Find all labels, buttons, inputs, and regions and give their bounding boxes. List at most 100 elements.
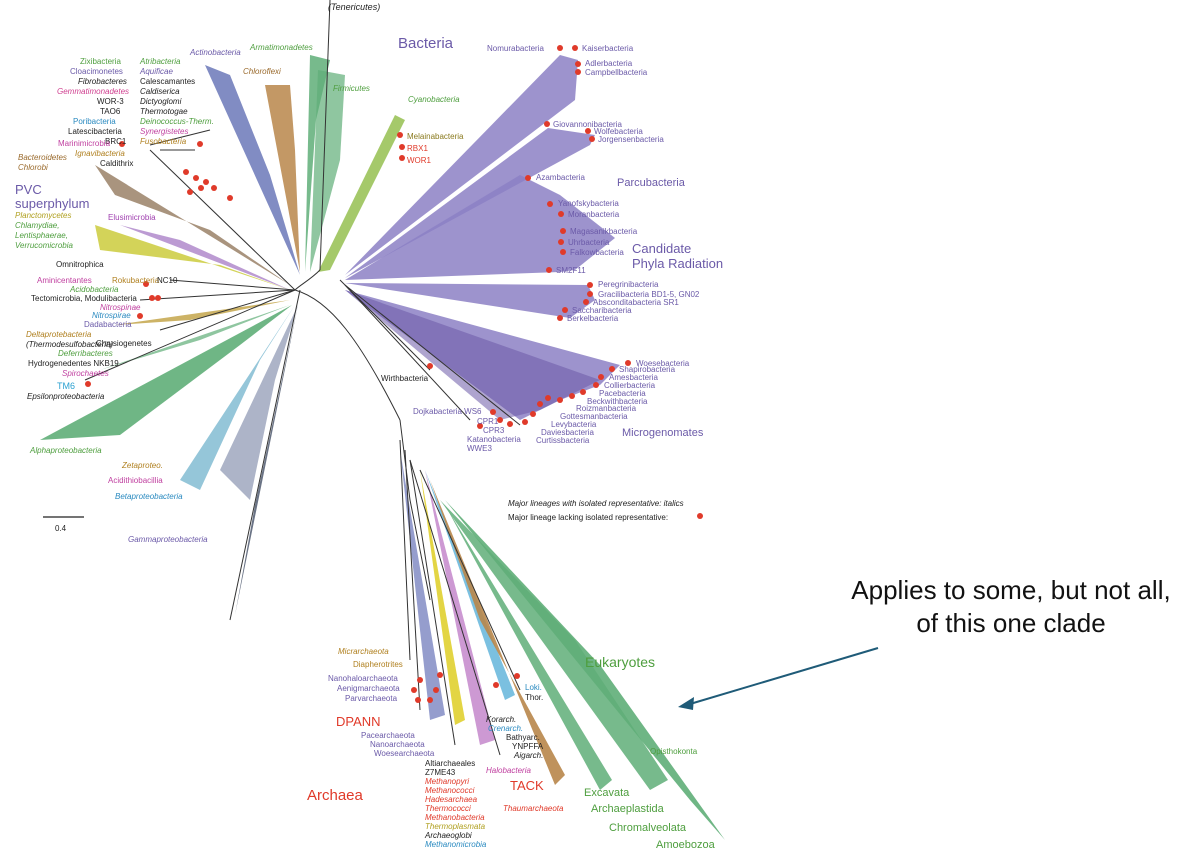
label-nitrospirae: Nitrospirae bbox=[92, 311, 131, 320]
label-deltaproteobacteria: Deltaprotebacteria bbox=[26, 330, 92, 339]
label-altiarchaeales: Altiarchaeales bbox=[425, 759, 475, 768]
group-pvc-line2: superphylum bbox=[15, 196, 89, 211]
label-nitrospinae: Nitrospinae bbox=[100, 303, 141, 312]
label-loki: Loki. bbox=[525, 683, 542, 692]
group-cpr-line1: Candidate bbox=[632, 241, 691, 256]
label-betaproteobacteria: Betaproteobacteria bbox=[115, 492, 183, 501]
label-chrysiogenetes: Chrysiogenetes bbox=[96, 339, 152, 348]
annotation: Applies to some, but not all, of this on… bbox=[678, 575, 1171, 710]
label-chromalveolata: Chromalveolata bbox=[609, 822, 687, 834]
wedge-cpr-parcubacteria bbox=[345, 175, 615, 280]
title-eukaryotes: Eukaryotes bbox=[585, 654, 655, 670]
label-yanofskybacteria: Yanofskybacteria bbox=[558, 199, 619, 208]
label-thermodesulfobacteria: (Thermodesulfobacteria) bbox=[26, 340, 113, 349]
label-levybacteria: Levybacteria bbox=[551, 420, 597, 429]
label-ignavibacteria: Ignavibacteria bbox=[75, 149, 125, 158]
label-thermococci: Thermococci bbox=[425, 804, 471, 813]
label-gottesmanbacteria: Gottesmanbacteria bbox=[560, 412, 628, 421]
label-gammaproteobacteria: Gammaproteobacteria bbox=[128, 535, 208, 544]
title-bacteria: Bacteria bbox=[398, 35, 454, 52]
label-aenigmarchaeota: Aenigmarchaeota bbox=[337, 684, 400, 693]
label-parvarchaeota: Parvarchaeota bbox=[345, 694, 398, 703]
label-alphaproteobacteria: Alphaproteobacteria bbox=[29, 446, 102, 455]
label-thermotogae: Thermotogae bbox=[140, 107, 188, 116]
label-berkelbacteria: Berkelbacteria bbox=[567, 314, 619, 323]
legend-lacking: Major lineage lacking isolated represent… bbox=[508, 513, 668, 522]
label-saccharibacteria: Saccharibacteria bbox=[572, 306, 632, 315]
wedge-bacteroidetes bbox=[95, 165, 290, 285]
label-poribacteria: Poribacteria bbox=[73, 117, 116, 126]
label-cyanobacteria: Cyanobacteria bbox=[408, 95, 460, 104]
label-bathyarc: Bathyarc. bbox=[506, 733, 540, 742]
label-dojkabacteria: Dojkabacteria WS6 bbox=[413, 407, 482, 416]
group-dpann: DPANN bbox=[336, 714, 381, 729]
label-katanobacteria: Katanobacteria bbox=[467, 435, 521, 444]
label-deinococcus: Deinococcus-Therm. bbox=[140, 117, 214, 126]
label-bacteroidetes: Bacteroidetes bbox=[18, 153, 67, 162]
label-daviesbacteria: Daviesbacteria bbox=[541, 428, 594, 437]
label-caldithrix: Caldithrix bbox=[100, 159, 133, 168]
label-latescibacteria: Latescibacteria bbox=[68, 127, 122, 136]
label-uhrbacteria: Uhrbacteria bbox=[568, 238, 610, 247]
label-caldiserica: Caldiserica bbox=[140, 87, 180, 96]
label-moranbacteria: Moranbacteria bbox=[568, 210, 620, 219]
label-magasanikbacteria: Magasanikbacteria bbox=[570, 227, 638, 236]
wedge-alphaproteobacteria bbox=[40, 305, 292, 440]
label-nanohaloarchaeota: Nanohaloarchaeota bbox=[328, 674, 398, 683]
label-falkowbacteria: Falkowbacteria bbox=[570, 248, 624, 257]
label-deferribacteres: Deferribacteres bbox=[58, 349, 113, 358]
wedge-cpr-nomurabacteria bbox=[345, 55, 578, 275]
label-shapirobacteria: Shapirobacteria bbox=[619, 365, 676, 374]
label-wirthbacteria: Wirthbacteria bbox=[381, 374, 429, 383]
label-zixibacteria: Zixibacteria bbox=[80, 57, 121, 66]
label-sm2f11: SM2F11 bbox=[556, 266, 586, 275]
label-omnitrophica: Omnitrophica bbox=[56, 260, 104, 269]
label-pacebacteria: Pacebacteria bbox=[599, 389, 646, 398]
label-rbx1: RBX1 bbox=[407, 144, 428, 153]
label-wolfebacteria: Wolfebacteria bbox=[594, 127, 643, 136]
label-nc10: NC10 bbox=[157, 276, 178, 285]
annotation-line1: Applies to some, but not all, bbox=[851, 575, 1170, 605]
label-aminicentantes: Aminicentantes bbox=[37, 276, 92, 285]
wedge-cpr-dark bbox=[345, 290, 600, 420]
group-tack: TACK bbox=[510, 778, 544, 793]
label-roizmanbacteria: Roizmanbacteria bbox=[576, 404, 637, 413]
label-chloroflexi: Chloroflexi bbox=[243, 67, 281, 76]
label-archaeoglobi: Archaeoglobi bbox=[424, 831, 472, 840]
wedge-chloroflexi bbox=[265, 85, 300, 272]
labels-cpr: Nomurabacteria Kaiserbacteria Adlerbacte… bbox=[413, 44, 700, 453]
label-methanopyri: Methanopyri bbox=[425, 777, 469, 786]
label-hydrogenedentes: Hydrogenedentes NKB19 bbox=[28, 359, 119, 368]
annotation-arrow-head bbox=[678, 697, 694, 710]
label-tectomicrobia: Tectomicrobia, Modulibacteria bbox=[31, 294, 137, 303]
label-nomurabacteria: Nomurabacteria bbox=[487, 44, 544, 53]
label-aigarch: Aigarch. bbox=[513, 751, 543, 760]
label-aquificae: Aquificae bbox=[139, 67, 173, 76]
label-azambacteria: Azambacteria bbox=[536, 173, 585, 182]
label-giovannonibacteria: Giovannonibacteria bbox=[553, 120, 622, 129]
label-dadabacteria: Dadabacteria bbox=[84, 320, 132, 329]
label-chlorobi: Chlorobi bbox=[18, 163, 48, 172]
label-crenarch: Crenarch. bbox=[488, 724, 523, 733]
label-tm6: TM6 bbox=[57, 381, 75, 391]
label-peregrinibacteria: Peregrinibacteria bbox=[598, 280, 659, 289]
wedge-archaea-yellow bbox=[420, 470, 465, 725]
label-amesbacteria: Amesbacteria bbox=[609, 373, 658, 382]
scale-label: 0.4 bbox=[55, 524, 67, 533]
label-thor: Thor. bbox=[525, 693, 543, 702]
label-acidithiobacillia: Acidithiobacillia bbox=[108, 476, 163, 485]
clade-wedges bbox=[40, 55, 725, 840]
label-planctomycetes: Planctomycetes bbox=[15, 211, 71, 220]
wedge-eukaryote-2 bbox=[445, 500, 725, 840]
label-brc1: BRC1 bbox=[105, 137, 127, 146]
label-methanobacteria: Methanobacteria bbox=[425, 813, 485, 822]
wedge-elusimicrobia bbox=[120, 225, 290, 290]
label-campbellbacteria: Campbellbacteria bbox=[585, 68, 648, 77]
label-chlamydiae: Chlamydiae, bbox=[15, 221, 59, 230]
legend: Major lineages with isolated representat… bbox=[508, 499, 684, 522]
group-parcubacteria: Parcubacteria bbox=[617, 177, 686, 189]
annotation-line2: of this one clade bbox=[916, 608, 1105, 638]
label-actinobacteria: Actinobacteria bbox=[189, 48, 241, 57]
wedge-dpann bbox=[400, 450, 445, 720]
